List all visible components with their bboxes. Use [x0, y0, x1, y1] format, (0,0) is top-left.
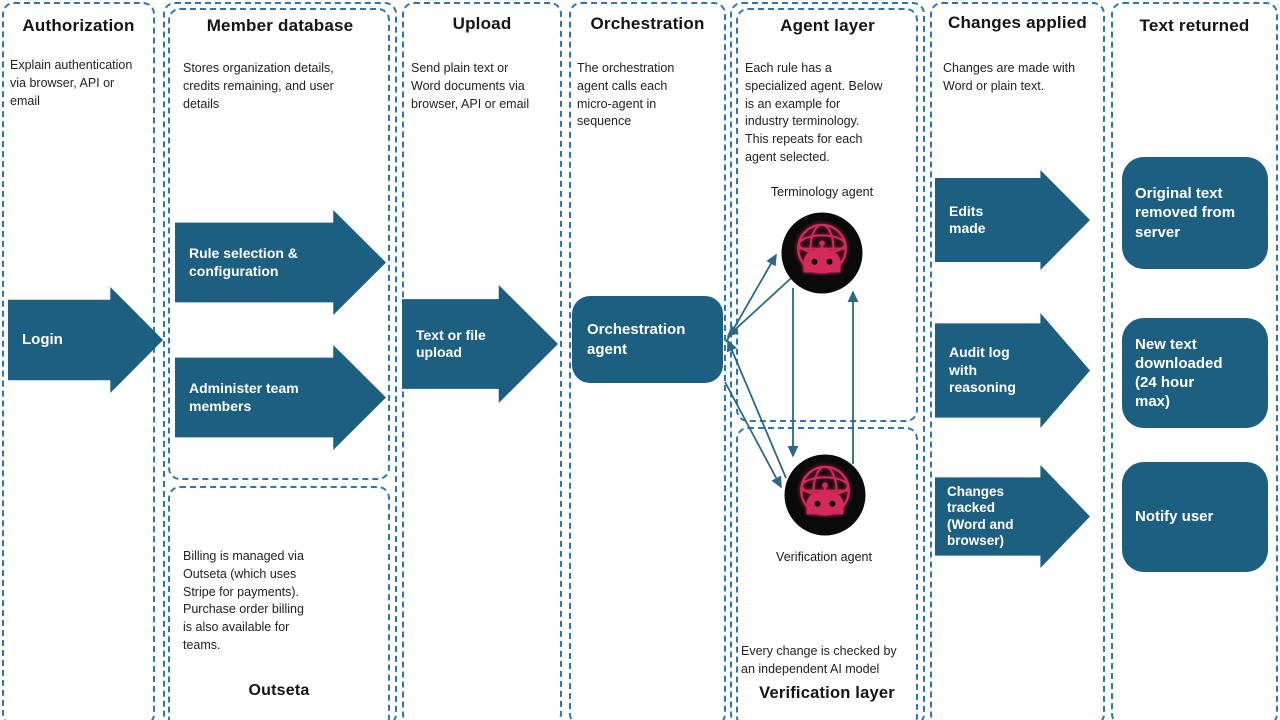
agent-layer-inner-box [736, 8, 918, 422]
rule-selection-arrow: Rule selection & configuration [175, 210, 386, 315]
column-orchestration [569, 2, 726, 720]
verification-layer-box [736, 427, 918, 720]
outseta-label: Outseta [248, 682, 310, 699]
notify-user-label: Notify user [1135, 508, 1214, 526]
audit-log-arrow-label: Audit log with reasoning [949, 344, 1016, 396]
title-changes-applied: Changes applied [947, 13, 1088, 32]
verification-note: Every change is checked by an independen… [741, 644, 897, 676]
rule-selection-arrow-label: Rule selection & configuration [189, 245, 298, 279]
desc-orchestration: The orchestration agent calls each micro… [577, 61, 675, 129]
new-text-downloaded-box: New text downloaded (24 hour max) [1122, 318, 1268, 428]
text-file-upload-arrow-label: Text or file upload [416, 326, 486, 361]
notify-user-box: Notify user [1122, 462, 1268, 572]
new-text-downloaded-label: New text downloaded (24 hour max) [1135, 335, 1223, 411]
title-agent-layer: Agent layer [780, 16, 875, 35]
orchestration-agent-box-label: Orchestration agent [587, 321, 686, 358]
billing-inner-box [168, 486, 390, 720]
desc-agent-layer: Each rule has a specialized agent. Below… [745, 61, 883, 164]
member-database-inner-box [168, 8, 390, 480]
administer-team-arrow-label: Administer team members [189, 380, 299, 414]
title-authorization: Authorization [22, 16, 135, 35]
title-member-database: Member database [206, 16, 354, 35]
original-text-removed-box: Original text removed from server [1122, 157, 1268, 269]
terminology-agent-label: Terminology agent [770, 185, 874, 199]
column-text-returned [1111, 2, 1278, 720]
changes-tracked-arrow-label: Changes tracked (Word and browser) [947, 483, 1014, 548]
edits-made-arrow-label: Edits made [949, 202, 986, 237]
verification-agent-label: Verification agent [776, 550, 872, 564]
title-orchestration: Orchestration [590, 14, 705, 33]
verification-layer-label: Verification layer [759, 684, 895, 702]
column-authorization [2, 2, 155, 720]
verification-agent-icon [784, 454, 866, 536]
column-changes-applied [930, 2, 1105, 720]
title-text-returned: Text returned [1139, 16, 1250, 35]
desc-authorization: Explain authentication via browser, API … [10, 58, 133, 108]
column-member-database [163, 2, 397, 720]
desc-upload: Send plain text or Word documents via br… [411, 61, 530, 111]
desc-changes-applied: Changes are made with Word or plain text… [943, 61, 1076, 93]
login-arrow-label: Login [22, 330, 63, 348]
billing-note: Billing is managed via Outseta (which us… [183, 549, 304, 652]
title-upload: Upload [452, 14, 512, 33]
desc-member-database: Stores organization details, credits rem… [183, 61, 334, 111]
original-text-removed-label: Original text removed from server [1135, 184, 1236, 241]
terminology-agent-icon [781, 212, 863, 294]
orchestration-agent-box: Orchestration agent [572, 296, 723, 383]
